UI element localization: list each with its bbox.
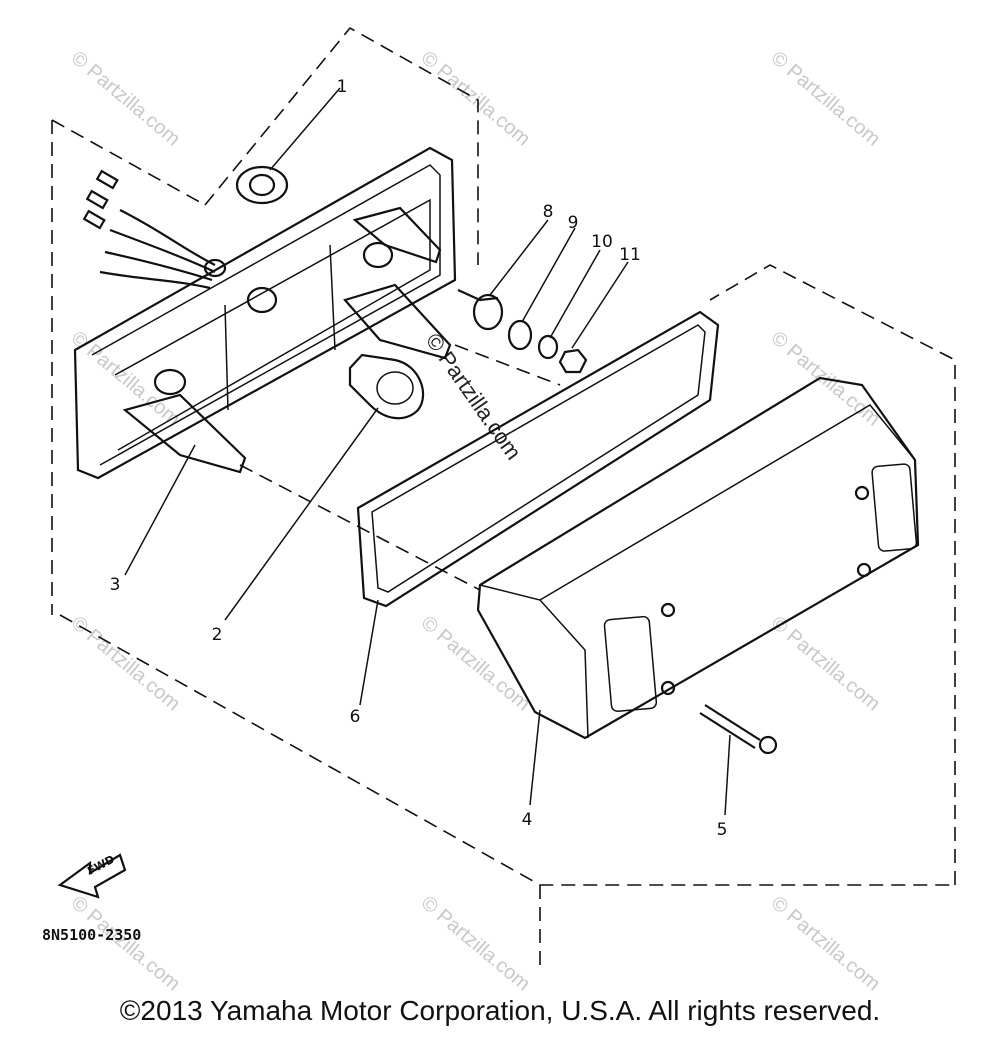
callouts: 1 2 3 4 5 6 8 9 10 11	[110, 77, 728, 840]
watermark: © Partzilla.com	[417, 47, 534, 150]
watermark: © Partzilla.com	[417, 892, 534, 995]
callout-11: 11	[619, 245, 641, 265]
watermark: © Partzilla.com	[67, 612, 184, 715]
callout-2: 2	[212, 625, 223, 645]
front-arrow-label: FWD	[85, 853, 117, 878]
watermark: © Partzilla.com	[767, 892, 884, 995]
grommet	[235, 165, 289, 205]
watermark: © Partzilla.com	[67, 47, 184, 150]
taillight-base	[73, 146, 457, 480]
copyright-notice: ©2013 Yamaha Motor Corporation, U.S.A. A…	[119, 995, 881, 1026]
assembly-boundary	[51, 26, 956, 965]
watermark: © Partzilla.com	[767, 47, 884, 150]
watermark-center: © Partzilla.com	[421, 329, 527, 465]
callout-8: 8	[543, 202, 554, 222]
callout-6: 6	[350, 707, 361, 727]
watermark: © Partzilla.com	[767, 612, 884, 715]
hardware	[457, 288, 588, 374]
bulb	[348, 353, 425, 420]
screw	[699, 704, 778, 755]
callout-9: 9	[568, 213, 579, 233]
callout-4: 4	[522, 810, 533, 830]
part-code: 8N5100-2350	[42, 926, 141, 944]
watermark: © Partzilla.com	[417, 612, 534, 715]
lens	[476, 376, 920, 740]
watermark: © Partzilla.com	[67, 327, 184, 430]
watermarks: © Partzilla.com © Partzilla.com © Partzi…	[67, 47, 884, 995]
callout-5: 5	[717, 820, 728, 840]
front-arrow: FWD	[57, 853, 127, 899]
callout-10: 10	[591, 232, 613, 252]
callout-1: 1	[337, 77, 348, 97]
gasket	[356, 310, 720, 608]
callout-3: 3	[110, 575, 121, 595]
leader-lines	[124, 87, 731, 816]
